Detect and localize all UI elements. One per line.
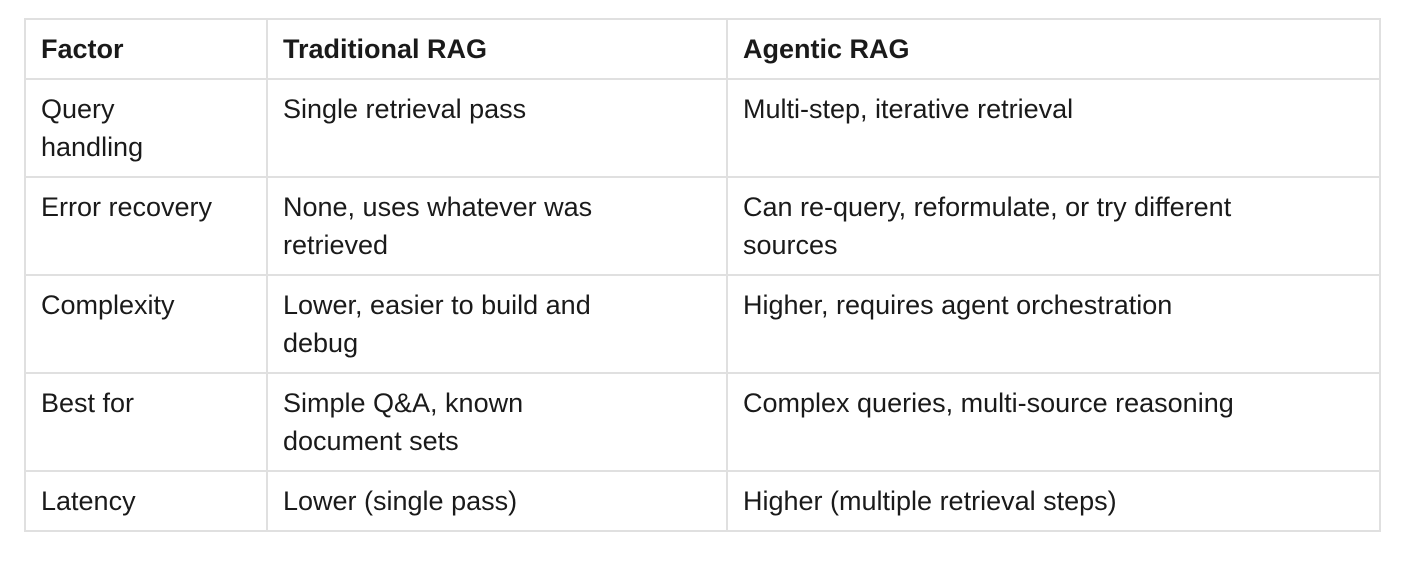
cell-factor: Complexity bbox=[24, 274, 268, 374]
cell-factor: Query handling bbox=[24, 78, 268, 178]
table-row-error-recovery: Error recovery None, uses whatever was r… bbox=[24, 176, 1381, 276]
cell-factor: Error recovery bbox=[24, 176, 268, 276]
cell-agentic-rag: Higher, requires agent orchestration bbox=[726, 274, 1381, 374]
cell-traditional-rag: Lower (single pass) bbox=[266, 470, 728, 532]
table-row-query-handling: Query handling Single retrieval pass Mul… bbox=[24, 78, 1381, 178]
rag-comparison-table: Factor Traditional RAG Agentic RAG Query… bbox=[24, 18, 1381, 532]
cell-agentic-rag: Can re-query, reformulate, or try differ… bbox=[726, 176, 1381, 276]
table-row-latency: Latency Lower (single pass) Higher (mult… bbox=[24, 470, 1381, 532]
cell-factor: Best for bbox=[24, 372, 268, 472]
cell-traditional-rag: Simple Q&A, known document sets bbox=[266, 372, 728, 472]
header-row: Factor Traditional RAG Agentic RAG bbox=[24, 18, 1381, 80]
table-row-best-for: Best for Simple Q&A, known document sets… bbox=[24, 372, 1381, 472]
table-row-complexity: Complexity Lower, easier to build and de… bbox=[24, 274, 1381, 374]
column-header-agentic-rag: Agentic RAG bbox=[726, 18, 1381, 80]
cell-agentic-rag: Complex queries, multi-source reasoning bbox=[726, 372, 1381, 472]
cell-factor: Latency bbox=[24, 470, 268, 532]
column-header-traditional-rag: Traditional RAG bbox=[266, 18, 728, 80]
cell-traditional-rag: Lower, easier to build and debug bbox=[266, 274, 728, 374]
cell-traditional-rag: None, uses whatever was retrieved bbox=[266, 176, 728, 276]
cell-agentic-rag: Higher (multiple retrieval steps) bbox=[726, 470, 1381, 532]
column-header-factor: Factor bbox=[24, 18, 268, 80]
cell-agentic-rag: Multi-step, iterative retrieval bbox=[726, 78, 1381, 178]
cell-traditional-rag: Single retrieval pass bbox=[266, 78, 728, 178]
